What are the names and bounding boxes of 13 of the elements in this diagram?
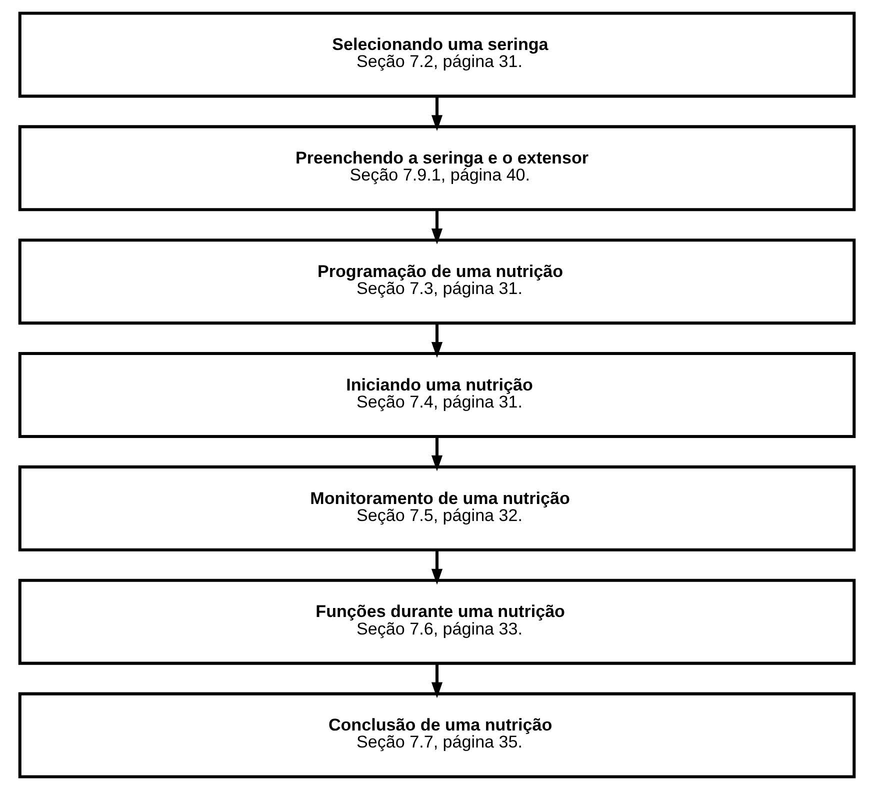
- node-box: Programação de uma nutrição Seção 7.3, página 31.: [18, 238, 856, 325]
- arrow: [430, 550, 442, 585]
- arrow: [430, 210, 442, 244]
- arrow: [430, 663, 442, 698]
- arrow: [430, 323, 442, 358]
- node-box: Preenchendo a seringa e o extensor Seção 7.9.1, página 40.: [18, 125, 856, 212]
- arrow: [430, 96, 442, 131]
- node-box: Selecionando uma seringa Seção 7.2, página 31.: [18, 12, 856, 98]
- arrow: [430, 436, 442, 472]
- node-box: Monitoramento de uma nutrição Seção 7.5, página 32.: [18, 465, 856, 552]
- node-box: Iniciando uma nutrição Seção 7.4, página 31.: [18, 352, 856, 438]
- node-box: Funções durante uma nutrição Seção 7.6, página 33.: [18, 578, 856, 665]
- node-box: Conclusão de uma nutrição Seção 7.7, página 35.: [18, 692, 856, 778]
